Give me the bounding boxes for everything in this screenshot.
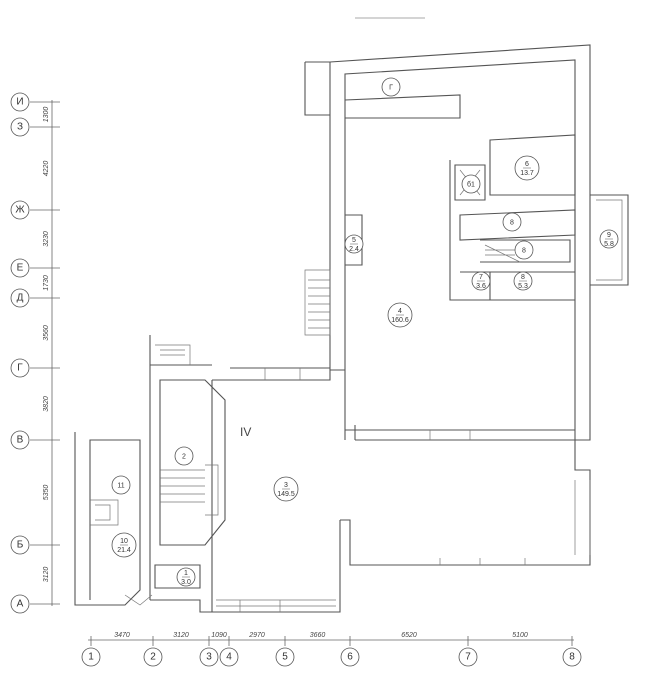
room-label: 4 160.6 [387, 302, 413, 328]
column-axis-bubble [562, 647, 582, 667]
column-axis-bubble [81, 647, 101, 667]
row-axis-label: В [17, 435, 24, 446]
column-dimension: 3120 [173, 632, 189, 639]
room-area: 160.6 [391, 317, 409, 324]
room-area: 2.4 [349, 246, 359, 253]
room-number: Г [389, 85, 393, 92]
room-label: 73.6 [471, 271, 491, 291]
room-label: 8 [514, 240, 534, 260]
room-area: 13.7 [520, 170, 534, 177]
row-dimension: 1730 [43, 275, 50, 291]
column-axis-label: 7 [465, 652, 471, 663]
row-axis-bubble [10, 288, 30, 308]
row-axis-label: А [17, 599, 24, 610]
room-area: 149.5 [277, 491, 295, 498]
room-label-circle [381, 77, 401, 97]
room-label: б1 [461, 174, 481, 194]
room-number: 4 [398, 308, 402, 315]
room-label: 613.7 [514, 155, 540, 181]
room-number: 3 [284, 482, 288, 489]
room-number: 10 [120, 538, 128, 545]
room-label-circle [502, 212, 522, 232]
room-area: 5.8 [604, 241, 614, 248]
row-axis-bubble [10, 117, 30, 137]
column-dimension: 6520 [401, 632, 417, 639]
row-axis-bubble [10, 535, 30, 555]
row-axis-label: Г [17, 363, 23, 374]
room-number: 8 [521, 274, 525, 281]
room-number: 11 [117, 483, 124, 490]
room-number: 9 [607, 232, 611, 239]
room-label-circle [174, 446, 194, 466]
row-dimension: 1300 [43, 107, 50, 123]
column-axis-bubble [199, 647, 219, 667]
row-dimension: 3120 [43, 567, 50, 583]
room-label: 85.3 [513, 271, 533, 291]
row-axis-label: Е [17, 263, 24, 274]
column-axis-label: 4 [226, 652, 232, 663]
room-number: 8 [510, 220, 514, 227]
column-axis-label: 3 [206, 652, 212, 663]
room-number: 5 [352, 237, 356, 244]
room-number: 8 [522, 248, 526, 255]
row-axis-bubble [10, 258, 30, 278]
room-number: 1 [184, 570, 188, 577]
row-axis-label: Ж [15, 205, 25, 216]
room-label: 8 [502, 212, 522, 232]
column-axis-bubble [143, 647, 163, 667]
column-dimension: 5100 [512, 632, 528, 639]
room-area: 5.3 [518, 283, 528, 290]
room-area: 21.4 [117, 547, 131, 554]
column-dimension: 2970 [248, 632, 265, 639]
row-axis-label: Д [17, 293, 24, 304]
room-label-circle [111, 475, 131, 495]
room-area: 3.0 [181, 579, 191, 586]
room-number: 7 [479, 274, 483, 281]
room-label: 3 149.5 [273, 476, 299, 502]
column-axis-bubble [275, 647, 295, 667]
room-label: 13.0 [176, 567, 196, 587]
room-number: 6 [525, 161, 529, 168]
room-label-circle [514, 240, 534, 260]
row-dimension: 4220 [43, 161, 50, 177]
room-number: б1 [467, 181, 475, 189]
column-axis-bubble [340, 647, 360, 667]
column-axis-bubble [458, 647, 478, 667]
row-axis-bubble [10, 200, 30, 220]
row-dimension: 3820 [43, 396, 50, 412]
walls [74, 44, 629, 613]
column-dimension: 1090 [211, 632, 227, 639]
row-dimension: 3230 [43, 231, 50, 247]
row-axis-bubble [10, 430, 30, 450]
row-axis-bubble [10, 92, 30, 112]
row-axis-label: И [16, 97, 23, 108]
room-label: 95.8 [599, 229, 619, 249]
row-dimension: 3560 [43, 325, 50, 341]
column-axis-label: 1 [88, 652, 94, 663]
room-label: 2 [174, 446, 194, 466]
row-axis-label: Б [17, 540, 24, 551]
room-label: 52.4 [344, 234, 364, 254]
room-number: 2 [182, 454, 186, 461]
room-area: 3.6 [476, 283, 486, 290]
column-dimension: 3660 [310, 632, 326, 639]
column-axis-label: 5 [282, 652, 288, 663]
section-label: IV [240, 425, 251, 439]
room-label: Г [381, 77, 401, 97]
column-axis-label: 6 [347, 652, 353, 663]
column-axis-label: 8 [569, 652, 575, 663]
column-axis-label: 2 [150, 652, 156, 663]
room-label: 10 21.4 [111, 532, 137, 558]
row-axis-bubble [10, 358, 30, 378]
room-label-circle [461, 174, 481, 194]
row-dimension: 5350 [43, 485, 50, 501]
column-dimension: 3470 [114, 632, 130, 639]
row-axis-bubble [10, 594, 30, 614]
row-axis-label: З [17, 122, 23, 133]
column-axis-bubble [219, 647, 239, 667]
room-label: 11 [111, 475, 131, 495]
